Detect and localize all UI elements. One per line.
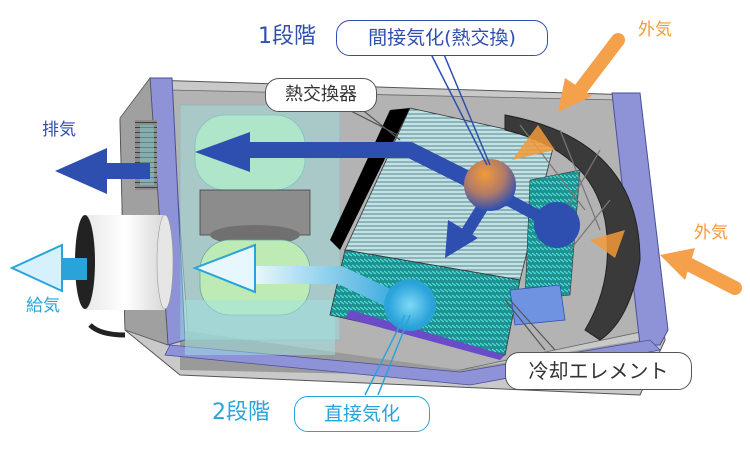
direct-evaporation-node: [384, 279, 436, 331]
cooling-element-label: 冷却エレメント: [528, 359, 669, 383]
heat-exchanger-callout: 熱交換器: [265, 78, 377, 112]
stage1-process-callout: 間接気化(熱交換): [336, 20, 548, 56]
exhaust-arrow-icon: [55, 148, 107, 194]
heat-exchanger-label: 熱交換器: [285, 84, 357, 105]
outside-air-label-right: 外気: [694, 223, 728, 243]
supply-arrow-icon: [9, 243, 63, 293]
stage1-inlet-node: [534, 202, 580, 248]
exhaust-label: 排気: [42, 120, 76, 140]
stage2-process-callout: 直接気化: [294, 396, 430, 432]
heat-exchange-node: [464, 159, 516, 211]
outside-air-flow: [512, 33, 742, 295]
cooling-element-callout: 冷却エレメント: [505, 352, 692, 390]
callout-leaders: [344, 51, 556, 396]
stage1-process-label: 間接気化(熱交換): [368, 26, 516, 49]
outside-air-label-top: 外気: [638, 20, 672, 40]
stage1-flow: [55, 132, 580, 258]
fan-motor: [199, 189, 311, 245]
intake-fan-housing: [504, 114, 641, 341]
stage1-title: 1段階: [258, 24, 316, 49]
stage2-process-label: 直接気化: [323, 402, 400, 425]
stage2-title: 2段階: [212, 400, 270, 425]
stage2-flow: [9, 243, 436, 331]
stage1-arrowhead-internal: [195, 132, 250, 172]
supply-label: 給気: [26, 296, 60, 316]
